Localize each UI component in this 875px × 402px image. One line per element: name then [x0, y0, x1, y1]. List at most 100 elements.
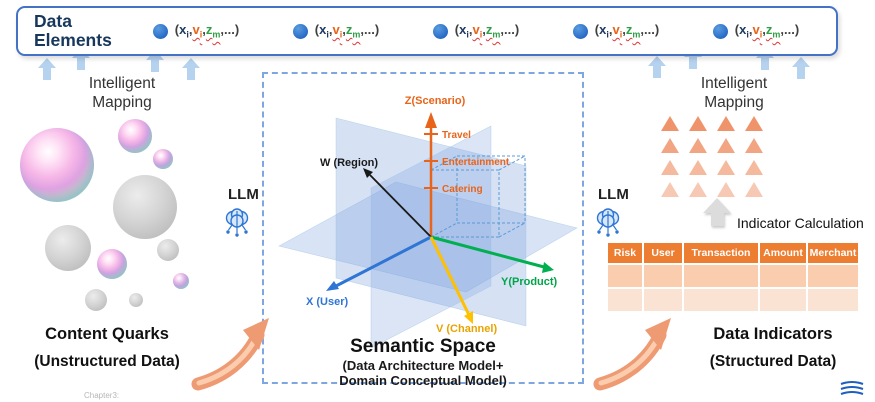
table-cell	[808, 265, 858, 287]
data-element-item: (xi,vi,zm,...)	[712, 22, 799, 40]
triangle-icon	[745, 116, 763, 131]
llm-label-right: LLM	[598, 186, 629, 203]
bubble	[85, 289, 107, 311]
z-axis-arrowhead	[425, 112, 437, 128]
y-axis-label: Y(Product)	[501, 276, 558, 288]
bubble	[45, 225, 91, 271]
z-axis-label: Z(Scenario)	[405, 95, 466, 107]
element-tuple: (xi,vi,zm,...)	[594, 22, 660, 40]
bubble	[153, 149, 173, 169]
x-axis	[335, 235, 432, 288]
triangle-row	[656, 138, 768, 153]
triangle-icon	[689, 138, 707, 153]
calculation-up-arrow-icon	[703, 198, 731, 226]
element-dot-icon	[432, 23, 448, 39]
element-dot-icon	[572, 23, 588, 39]
semantic-subtitle-line2: Domain Conceptual Model)	[339, 373, 507, 389]
curved-arrow-right	[593, 318, 671, 391]
banner-items: (xi,vi,zm,...) (xi,vi,zm,...) (xi,vi,zm,…	[126, 22, 836, 40]
data-indicators-caption: Data Indicators (Structured Data)	[687, 325, 859, 371]
triangle-icon	[745, 138, 763, 153]
up-arrow-icon	[792, 57, 810, 80]
table-cell	[760, 265, 806, 287]
footer-watermark: Chapter3:	[84, 391, 120, 400]
bubble	[157, 239, 179, 261]
indicator-table: Risk User Transaction Amount Merchant	[608, 243, 860, 313]
data-element-item: (xi,vi,zm,...)	[152, 22, 239, 40]
banner-title-line2: Elements	[34, 30, 112, 50]
z-tick-label: Travel	[442, 130, 471, 141]
bubble	[173, 273, 189, 289]
brain-icon	[593, 206, 623, 245]
x-axis-label: X (User)	[306, 296, 349, 308]
banner-title: Data Elements	[34, 12, 126, 50]
semantic-subtitle-line1: (Data Architecture Model+	[342, 358, 504, 373]
triangle-icon	[661, 116, 679, 131]
data-element-item: (xi,vi,zm,...)	[572, 22, 660, 40]
triangle-icon	[717, 182, 735, 197]
w-axis	[369, 174, 432, 238]
w-axis-label: W (Region)	[320, 157, 378, 169]
triangle-row	[656, 116, 768, 131]
y-axis-arrowhead	[542, 262, 554, 273]
triangle-icon	[745, 182, 763, 197]
content-quarks-title: Content Quarks	[45, 325, 169, 343]
y-axis	[430, 235, 545, 269]
brain-icon	[222, 206, 252, 245]
bubble	[20, 128, 94, 202]
element-tuple: (xi,vi,zm,...)	[314, 22, 380, 40]
table-cell	[808, 289, 858, 311]
triangle-icon	[661, 182, 679, 197]
v-axis-arrowhead	[464, 311, 473, 324]
semantic-axes: Z(Scenario) Travel Entertainment Caterin…	[278, 95, 578, 349]
table-row	[608, 265, 860, 287]
banner-title-line1: Data	[34, 11, 72, 32]
up-arrow-icon	[648, 56, 666, 79]
up-arrow-icon	[182, 58, 200, 81]
triangle-icon	[661, 160, 679, 175]
semantic-space-box: Z(Scenario) Travel Entertainment Caterin…	[262, 72, 584, 384]
structured-data-label: (Structured Data)	[709, 353, 837, 370]
data-indicators-title: Data Indicators	[713, 325, 833, 343]
element-dot-icon	[712, 23, 728, 39]
element-dot-icon	[292, 23, 308, 39]
v-axis	[429, 236, 471, 316]
z-tick-label: Catering	[442, 184, 483, 195]
logo	[839, 379, 865, 402]
table-cell	[684, 265, 758, 287]
table-header-cell: Merchant	[808, 243, 858, 263]
intelligent-mapping-label-right: Intelligent Mapping	[700, 75, 768, 112]
triangle-icon	[689, 182, 707, 197]
triangle-row	[656, 182, 768, 197]
w-axis-arrowhead	[363, 168, 373, 178]
bubble	[97, 249, 127, 279]
indicator-triangle-grid	[656, 116, 768, 204]
triangle-icon	[717, 138, 735, 153]
curved-arrow-left	[191, 318, 269, 391]
bubble	[113, 175, 177, 239]
semantic-space-title: Semantic Space (Data Architecture Model+…	[262, 336, 584, 389]
table-header-cell: Transaction	[684, 243, 758, 263]
table-cell	[684, 289, 758, 311]
indicator-calculation-label: Indicator Calculation	[737, 215, 864, 231]
intelligent-mapping-label-left: Intelligent Mapping	[88, 75, 156, 112]
x-axis-arrowhead	[326, 281, 339, 291]
element-tuple: (xi,vi,zm,...)	[454, 22, 520, 40]
data-element-item: (xi,vi,zm,...)	[292, 22, 380, 40]
triangle-icon	[689, 160, 707, 175]
llm-label-left: LLM	[228, 186, 259, 203]
triangle-icon	[745, 160, 763, 175]
table-cell	[760, 289, 806, 311]
bubble	[118, 119, 152, 153]
bubble	[129, 293, 143, 307]
table-cell	[644, 289, 682, 311]
table-row	[608, 289, 860, 311]
z-tick-label: Entertainment	[442, 157, 510, 168]
data-elements-banner: Data Elements (xi,vi,zm,...) (xi,vi,zm,.…	[16, 6, 838, 56]
table-header-cell: Risk	[608, 243, 642, 263]
element-dot-icon	[152, 23, 168, 39]
triangle-icon	[717, 160, 735, 175]
data-element-item: (xi,vi,zm,...)	[432, 22, 520, 40]
table-cell	[608, 265, 642, 287]
v-axis-label: V (Channel)	[436, 323, 497, 335]
